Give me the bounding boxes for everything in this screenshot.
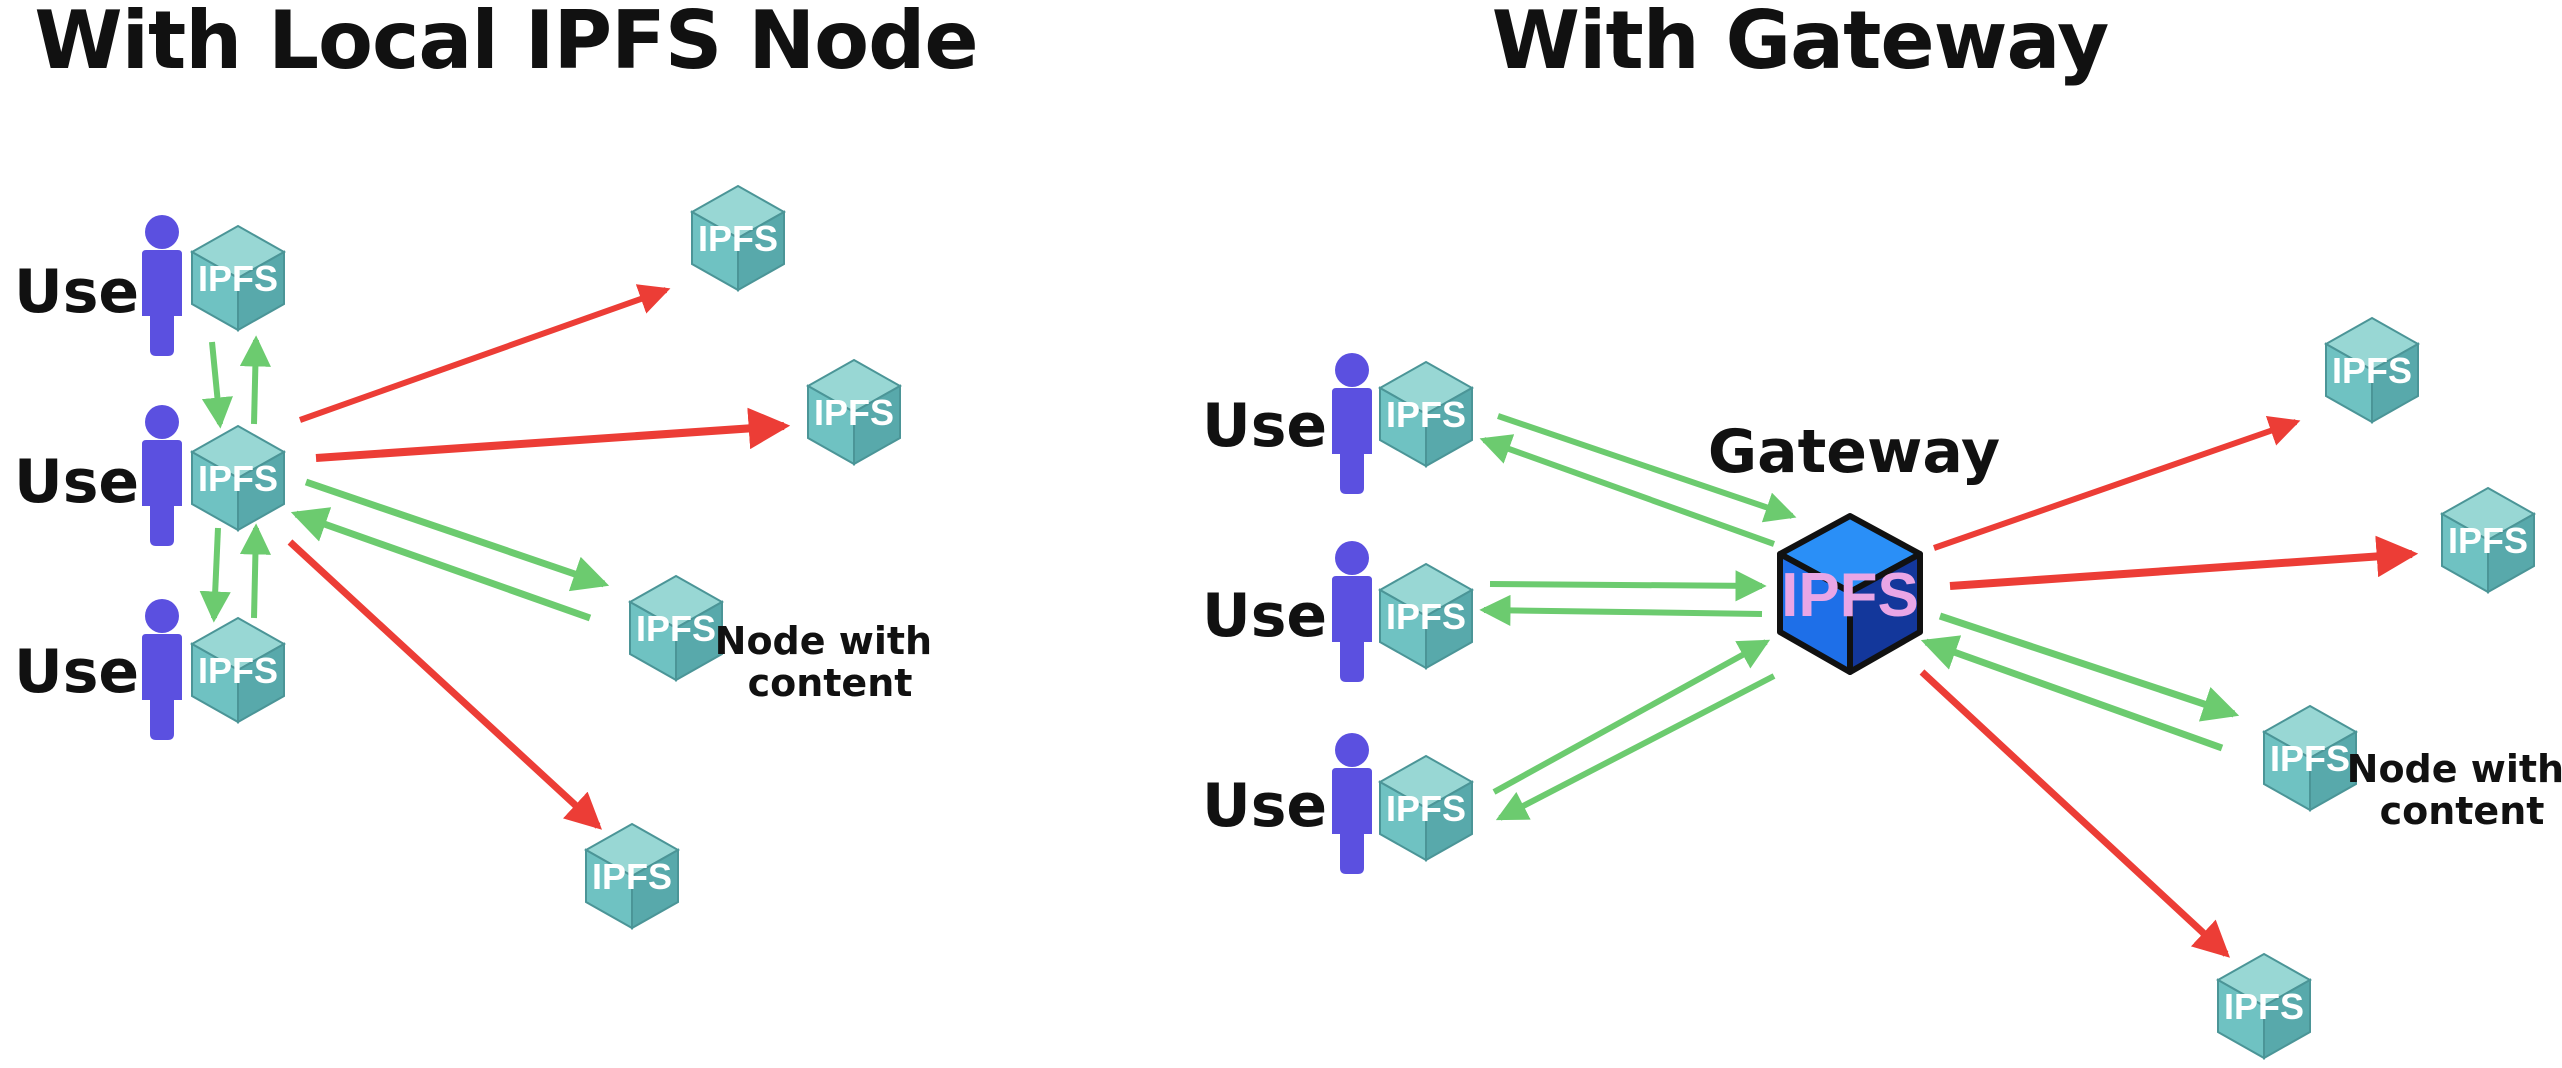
content-node: IPFS Node with content: [2263, 705, 2562, 833]
node-label: IPFS: [1386, 788, 1466, 829]
request-arrow: [1919, 669, 2231, 958]
content-node: IPFS Node with content: [629, 575, 946, 705]
content-note: Node with content: [715, 619, 946, 705]
response-arrow: [1489, 570, 1767, 602]
request-arrow: [1949, 535, 2419, 590]
user-icon: [1332, 353, 1372, 494]
left-panel: With Local IPFS Node User IPFS User: [14, 0, 979, 929]
ipfs-node-icon: IPFS: [585, 823, 679, 929]
response-arrow: [304, 478, 610, 592]
request-arrow: [1933, 415, 2301, 551]
user-icon: [142, 215, 182, 356]
gateway-cube-icon: [1777, 513, 1923, 675]
node-label: IPFS: [698, 218, 778, 259]
user-label: User: [1202, 771, 1357, 841]
node-label: IPFS: [2270, 738, 2350, 779]
response-arrow: [1492, 639, 1771, 795]
right-panel-title: With Gateway: [1492, 0, 2108, 87]
ipfs-node-icon: IPFS: [2217, 953, 2311, 1059]
response-arrow: [1920, 635, 2224, 752]
node-label: IPFS: [1386, 596, 1466, 637]
user-icon: [142, 599, 182, 740]
ipfs-node-icon: IPFS: [1379, 755, 1473, 861]
ipfs-node-icon: IPFS: [1379, 361, 1473, 467]
node-label: IPFS: [636, 608, 716, 649]
user-row: User IPFS: [14, 215, 285, 356]
node-label: IPFS: [592, 856, 672, 897]
node-label: IPFS: [198, 258, 278, 299]
node-label: IPFS: [2448, 520, 2528, 561]
response-arrow: [201, 341, 233, 429]
content-note-line: content: [748, 661, 913, 705]
gateway-node-label: IPFS: [1781, 561, 1919, 630]
response-arrow: [239, 335, 271, 425]
node-label: IPFS: [198, 458, 278, 499]
ipfs-node-icon: IPFS: [191, 225, 285, 331]
left-panel-title: With Local IPFS Node: [34, 0, 977, 87]
request-arrow: [315, 407, 791, 462]
response-arrow: [290, 507, 592, 622]
node-label: IPFS: [2332, 350, 2412, 391]
ipfs-node-icon: IPFS: [2325, 317, 2419, 423]
node-label: IPFS: [2224, 986, 2304, 1027]
user-row: User IPFS: [1202, 541, 1473, 682]
content-note: Node with content: [2347, 747, 2562, 833]
user-row: User IPFS: [14, 405, 285, 546]
ipfs-node-icon: IPFS: [191, 425, 285, 531]
content-note-line: Node with: [715, 619, 932, 663]
gateway-label: Gateway: [1708, 417, 2000, 487]
response-arrow: [1479, 434, 1776, 547]
request-arrow: [287, 539, 603, 830]
content-note-line: Node with: [2347, 747, 2562, 791]
ipfs-node-icon: IPFS: [691, 185, 785, 291]
node-label: IPFS: [1386, 394, 1466, 435]
ipfs-node-icon: IPFS: [1379, 563, 1473, 669]
ipfs-node-icon: IPFS: [2263, 705, 2357, 811]
right-panel: With Gateway Gateway IPFS: [1202, 0, 2562, 1059]
response-arrow: [1495, 673, 1776, 821]
ipfs-node-icon: IPFS: [2441, 487, 2535, 593]
user-row: User IPFS: [14, 599, 285, 740]
response-arrow: [199, 527, 231, 623]
user-icon: [142, 405, 182, 546]
ipfs-node-icon: IPFS: [629, 575, 723, 681]
node-label: IPFS: [198, 650, 278, 691]
user-row: User IPFS: [1202, 353, 1473, 494]
gateway-node: IPFS: [1777, 513, 1923, 675]
user-label: User: [1202, 391, 1357, 461]
left-arrows: [199, 284, 791, 830]
ipfs-node-icon: IPFS: [191, 617, 285, 723]
user-icon: [1332, 541, 1372, 682]
response-arrow: [1479, 594, 1763, 626]
response-arrow: [1938, 612, 2240, 722]
response-arrow: [1497, 413, 1797, 523]
ipfs-node-icon: IPFS: [807, 359, 901, 465]
content-note-line: content: [2380, 789, 2545, 833]
user-icon: [1332, 733, 1372, 874]
user-row: User IPFS: [1202, 733, 1473, 874]
user-label: User: [1202, 581, 1357, 651]
response-arrow: [239, 523, 272, 619]
request-arrow: [298, 284, 671, 423]
node-label: IPFS: [814, 392, 894, 433]
right-arrows: [1479, 413, 2419, 958]
